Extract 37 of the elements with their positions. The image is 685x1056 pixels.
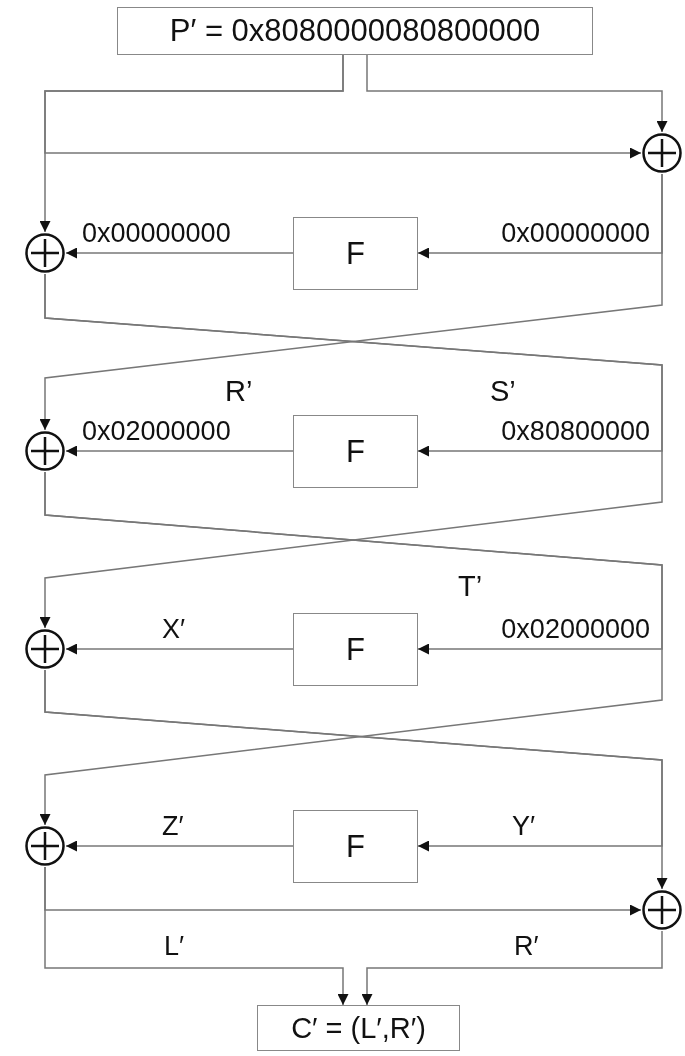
function-box: [293, 613, 418, 686]
arrow: [361, 930, 663, 1006]
arrow: [39, 471, 663, 826]
arrow: [44, 669, 668, 890]
box-text: F: [346, 631, 365, 668]
edge-label: 0x02000000: [82, 417, 232, 447]
edge-label: 0x80800000: [500, 417, 650, 447]
value-box: [117, 7, 593, 55]
edge-label: Z′: [162, 812, 185, 842]
arrow: [65, 247, 294, 259]
function-box: [293, 415, 418, 488]
arrow: [44, 866, 349, 1006]
function-box: [293, 217, 418, 290]
arrow: [65, 445, 294, 457]
value-box: [257, 1005, 460, 1051]
variable-label: S’: [490, 376, 516, 408]
arrow: [44, 54, 642, 159]
arrow: [366, 54, 668, 133]
box-text: F: [346, 235, 365, 272]
box-text: F: [346, 828, 365, 865]
edge-label: R′: [514, 932, 540, 962]
variable-label: R’: [225, 376, 253, 408]
edge-label: 0x00000000: [500, 219, 650, 249]
box-text: P′ = 0x8080000080800000: [169, 13, 541, 49]
function-box: [293, 810, 418, 883]
box-text: C′ = (L′,R′): [291, 1011, 426, 1045]
edge-label: L′: [164, 932, 186, 962]
arrow: [65, 840, 294, 852]
edge-label: Y′: [512, 812, 537, 842]
edge-label: 0x02000000: [500, 615, 650, 645]
edge-label: X′: [162, 615, 187, 645]
variable-label: T’: [458, 571, 483, 603]
arrow: [39, 273, 663, 629]
arrow: [39, 173, 663, 431]
edge-label: 0x00000000: [82, 219, 232, 249]
arrow: [65, 643, 294, 655]
box-text: F: [346, 433, 365, 470]
